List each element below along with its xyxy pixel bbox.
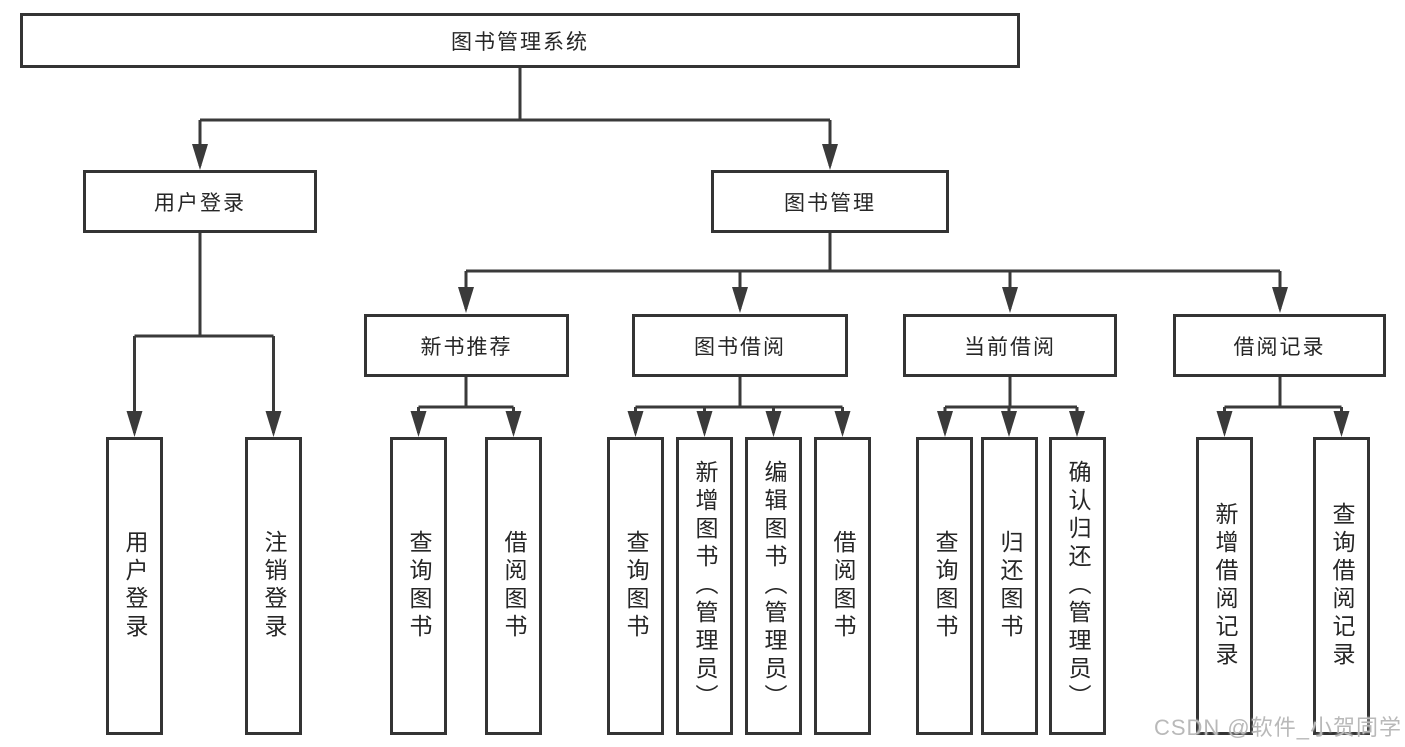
leaf-add-borrow-record: 新增借阅记录	[1196, 437, 1253, 735]
node-book-management: 图书管理	[711, 170, 949, 233]
leaf-edit-books-admin: 编辑图书（管理员）	[745, 437, 802, 735]
connector-book-management-branch	[464, 233, 1282, 309]
connector-root	[198, 68, 832, 166]
leaf-query-books-recommend-label: 查询图书	[406, 530, 432, 642]
leaf-user-login: 用户登录	[106, 437, 163, 735]
node-current-borrow: 当前借阅	[903, 314, 1117, 377]
node-root-label: 图书管理系统	[451, 30, 589, 54]
leaf-query-borrow-record-label: 查询借阅记录	[1329, 502, 1355, 670]
node-book-management-label: 图书管理	[784, 191, 876, 215]
leaf-confirm-return-admin: 确认归还（管理员）	[1049, 437, 1106, 735]
leaf-return-books: 归还图书	[981, 437, 1038, 735]
connector-borrow-records-branch	[1223, 377, 1343, 433]
leaf-add-books-admin: 新增图书（管理员）	[676, 437, 733, 735]
node-current-borrow-label: 当前借阅	[964, 335, 1056, 359]
leaf-borrow-books-recommend: 借阅图书	[485, 437, 542, 735]
arrowheads	[126, 144, 1350, 437]
leaf-return-books-label: 归还图书	[997, 530, 1023, 642]
connector-book-borrow-branch	[634, 377, 844, 433]
node-root: 图书管理系统	[20, 13, 1020, 68]
node-borrow-records-label: 借阅记录	[1233, 335, 1326, 359]
leaf-query-books-current: 查询图书	[916, 437, 973, 735]
connector-new-book-branch	[417, 377, 515, 433]
node-new-book-recommend: 新书推荐	[364, 314, 569, 377]
leaf-borrow-books-label: 借阅图书	[830, 530, 856, 642]
leaf-logout-login-label: 注销登录	[261, 530, 287, 642]
leaf-query-books-borrow-label: 查询图书	[623, 530, 649, 642]
leaf-user-login-label: 用户登录	[122, 530, 148, 642]
node-new-book-recommend-label: 新书推荐	[420, 335, 513, 359]
leaf-borrow-books-recommend-label: 借阅图书	[501, 530, 527, 642]
node-book-borrow-label: 图书借阅	[694, 335, 786, 359]
leaf-query-borrow-record: 查询借阅记录	[1313, 437, 1370, 735]
leaf-query-books-current-label: 查询图书	[932, 530, 958, 642]
leaf-query-books-borrow: 查询图书	[607, 437, 664, 735]
node-book-borrow: 图书借阅	[632, 314, 848, 377]
csdn-watermark: CSDN @软件_小贺同学	[1153, 715, 1402, 740]
connector-user-login-branch	[133, 233, 275, 433]
leaf-add-books-admin-label: 新增图书（管理员）	[692, 460, 718, 712]
leaf-logout-login: 注销登录	[245, 437, 302, 735]
leaf-add-borrow-record-label: 新增借阅记录	[1212, 502, 1238, 670]
node-borrow-records: 借阅记录	[1173, 314, 1386, 377]
leaf-edit-books-admin-label: 编辑图书（管理员）	[761, 460, 787, 712]
leaf-query-books-recommend: 查询图书	[390, 437, 447, 735]
leaf-confirm-return-admin-label: 确认归还（管理员）	[1065, 460, 1091, 712]
leaf-borrow-books: 借阅图书	[814, 437, 871, 735]
node-user-login-label: 用户登录	[154, 191, 246, 215]
node-user-login: 用户登录	[83, 170, 317, 233]
